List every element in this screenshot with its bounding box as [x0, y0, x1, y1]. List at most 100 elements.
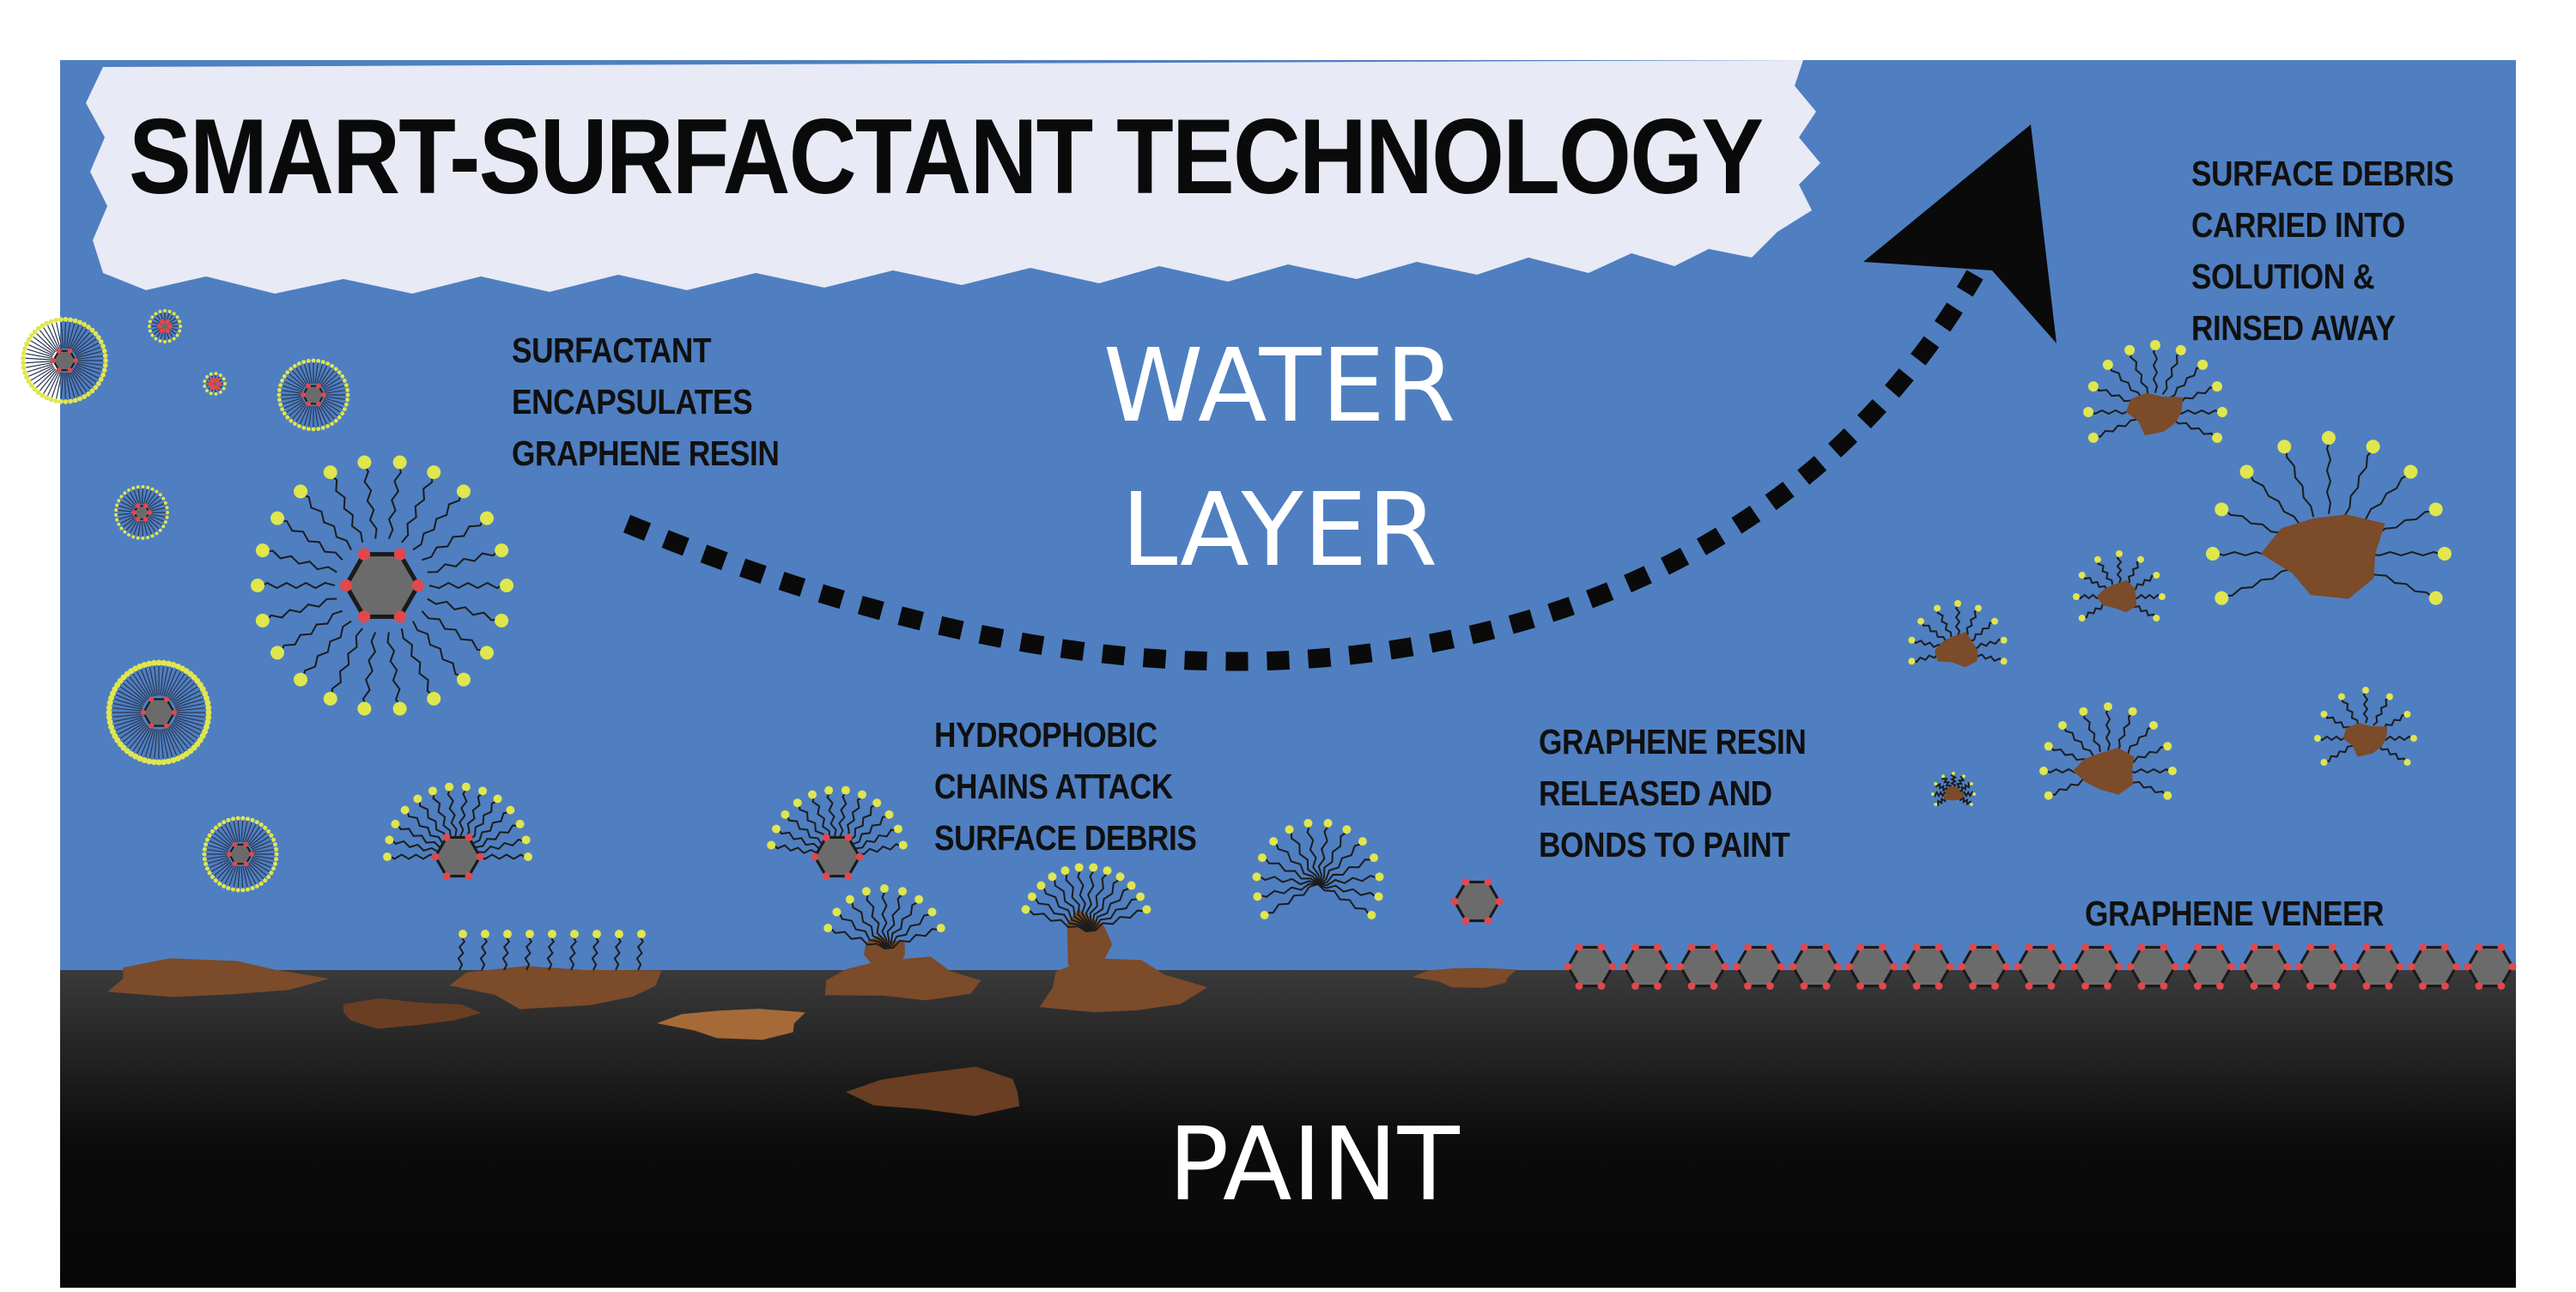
hydrophobic-chain [1921, 619, 1947, 642]
small-micelle [202, 816, 279, 893]
surfactant-head [158, 528, 162, 532]
graphene-node [1665, 962, 1673, 971]
surfactant-head [1358, 837, 1367, 846]
graphene-veneer [1564, 943, 2517, 990]
hydrophobic-chain [828, 925, 885, 949]
surfactant-head [793, 798, 802, 808]
debris-particle [2126, 392, 2184, 436]
hydrophobic-chain [209, 859, 231, 874]
surfactant-head [280, 378, 285, 383]
graphene-node [2306, 982, 2314, 990]
surfactant-head [21, 350, 27, 356]
surfactant-head [119, 526, 124, 531]
graphene-node [167, 324, 173, 329]
surfactant-head [24, 341, 29, 347]
graphene-node [148, 696, 155, 702]
surface-debris [343, 998, 482, 1029]
hydrophobic-chain [160, 729, 165, 762]
hydrophobic-chain [149, 663, 156, 696]
hydrophobic-chain [770, 842, 818, 854]
surfactant-head [1934, 803, 1938, 806]
surfactant-head [204, 837, 210, 842]
hydrophobic-chain [116, 509, 134, 513]
surfactant-head [254, 883, 259, 889]
surfactant-head [1917, 617, 1924, 625]
surfactant-head [2149, 720, 2159, 730]
hydrophobic-chain [149, 498, 164, 509]
hydrophobic-chain [223, 822, 235, 844]
graphene-node [1744, 982, 1752, 990]
hydrophobic-chain [884, 928, 942, 949]
hydrophobic-chain [479, 935, 489, 971]
surfactant-head [223, 382, 227, 385]
label-hydrophobic-chains: HYDROPHOBIC CHAINS ATTACK SURFACE DEBRIS [934, 715, 1197, 858]
hydrophobic-chain [1959, 781, 1973, 792]
surfactant-head [58, 398, 64, 404]
hydrophobic-chain [280, 397, 303, 405]
hydrophobic-chain [147, 518, 161, 531]
surfactant-head [1060, 866, 1070, 876]
surfactant-head [880, 884, 889, 893]
surfactant-head [343, 383, 349, 388]
surfactant-head [1931, 792, 1935, 796]
surfactant-head [276, 392, 282, 397]
hydrophobic-chain [68, 322, 81, 349]
surfactant-head [150, 333, 155, 337]
graphene-hexagon [1959, 945, 2008, 988]
surfactant-head [2212, 432, 2223, 443]
graphene-node [210, 385, 216, 391]
surfactant-head [2410, 735, 2417, 742]
hydrophobic-chain [124, 519, 137, 533]
hydrophobic-chain [405, 808, 444, 845]
hydrophobic-chain [2108, 363, 2143, 399]
surfactant-head [269, 870, 274, 876]
hydrophobic-chain [165, 728, 179, 759]
hydrophobic-chain [141, 520, 144, 538]
surfactant-head [103, 358, 108, 363]
graphene-node [465, 834, 473, 841]
hydrophobic-chain [174, 693, 205, 707]
surfactant-head [521, 835, 531, 845]
hydrophobic-chain [149, 515, 167, 523]
surfactant-head [570, 930, 579, 938]
hydrophobic-chain [173, 721, 201, 741]
surfactant-head [175, 315, 179, 319]
hydrophobic-chain [23, 352, 53, 360]
surfactant-head [2175, 344, 2186, 355]
hydrophobic-chain [322, 400, 343, 415]
surfactant-head [524, 852, 532, 861]
hydrophobic-chain [811, 793, 831, 839]
surfactant-head [146, 485, 150, 489]
surfactant-head [1972, 792, 1976, 796]
surfactant-head [158, 493, 162, 497]
hydrophobic-chain [1317, 883, 1371, 918]
hydrophobic-chain [1085, 909, 1148, 932]
graphene-node [2385, 943, 2393, 951]
surfactant-head [1908, 658, 1916, 665]
graphene-node [2441, 943, 2449, 951]
surfactant-head [35, 390, 41, 396]
surfactant-head [289, 367, 294, 372]
surfactant-head [222, 386, 226, 391]
surfactant-head [2366, 440, 2380, 454]
hydrophobic-chain [1085, 886, 1133, 932]
hydrophobic-chain [68, 372, 81, 399]
hydrophobic-chain [280, 385, 303, 392]
hydrophobic-chain [171, 723, 198, 745]
graphene-node [844, 834, 853, 841]
surfactant-head [1269, 837, 1279, 846]
hydrophobic-chain [116, 513, 134, 516]
hydrophobic-chain [75, 341, 101, 356]
graphene-node [243, 841, 249, 847]
graphene-node [163, 723, 170, 729]
surfactant-head [115, 518, 119, 522]
small-micelle [114, 485, 169, 540]
graphene-node [442, 834, 451, 841]
surfactant-head [2314, 735, 2321, 742]
hydrophobic-chain [2105, 706, 2111, 751]
hydrophobic-chain [249, 831, 269, 847]
surfactant-head [230, 816, 235, 822]
hydrophobic-chain [252, 857, 276, 864]
hydrophobic-chain [167, 670, 187, 699]
surfactant-head [927, 907, 937, 917]
